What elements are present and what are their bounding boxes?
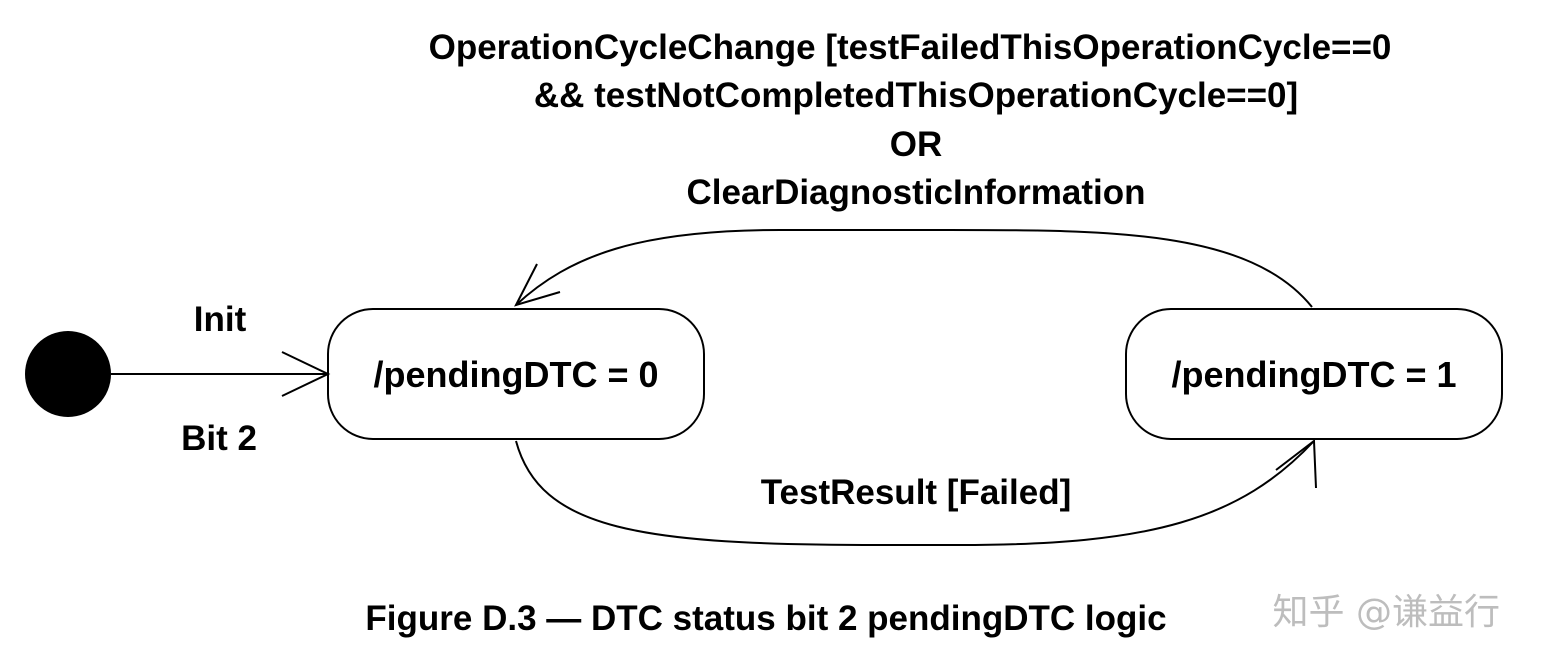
reset-guard-line-4: ClearDiagnosticInformation: [687, 173, 1146, 212]
initial-state-dot-icon: [25, 331, 111, 417]
state-box-pending-1: [1125, 308, 1503, 440]
fail-transition-arc: [515, 440, 1315, 546]
reset-guard-line-3: OR: [890, 125, 943, 164]
bit-label: Bit 2: [181, 419, 257, 458]
figure-caption: Figure D.3 — DTC status bit 2 pendingDTC…: [365, 599, 1166, 638]
reset-guard-line-2: && testNotCompletedThisOperationCycle==0…: [534, 76, 1298, 115]
state-box-pending-0: [327, 308, 705, 440]
reset-arrowhead-icon: [514, 263, 561, 307]
fail-arrowhead-icon: [1275, 439, 1317, 489]
watermark: 知乎 @谦益行: [1273, 592, 1500, 633]
reset-transition-arc: [515, 229, 1313, 308]
state-label-pending-0: /pendingDTC = 0: [373, 354, 658, 395]
reset-guard-line-1: OperationCycleChange [testFailedThisOper…: [429, 28, 1392, 67]
state-label-pending-1: /pendingDTC = 1: [1171, 354, 1456, 395]
fail-guard-label: TestResult [Failed]: [761, 473, 1072, 512]
init-label: Init: [194, 300, 247, 339]
